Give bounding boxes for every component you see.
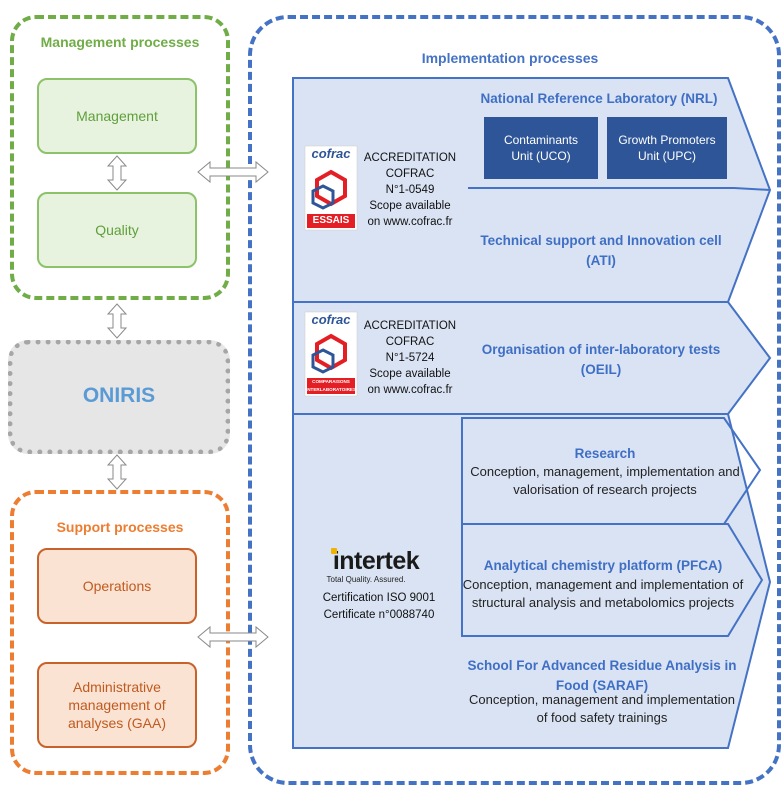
accr-line: ACCREDITATION xyxy=(363,152,457,164)
cofrac-comparaisons-logo xyxy=(304,311,358,397)
cofrac-essais-logo xyxy=(304,145,358,231)
intertek-logo-accent xyxy=(331,548,337,554)
oniris-support-arrow xyxy=(107,454,127,490)
support-processes-title: Support processes xyxy=(56,519,184,535)
cert-line: Certification ISO 9001 xyxy=(322,592,436,604)
cofrac-comparaisons-text: ACCREDITATION COFRAC N°1-5724 Scope avai… xyxy=(360,318,460,398)
intertek-certification-text: Certification ISO 9001 Certificate n°008… xyxy=(312,590,446,625)
oeil-title: Organisation of inter-laboratory tests (… xyxy=(481,342,721,377)
saraf-desc: Conception, management and implementatio… xyxy=(469,692,735,726)
pfca-chevron xyxy=(292,413,772,749)
management-oniris-arrow xyxy=(107,303,127,339)
quality-box: Quality xyxy=(37,192,197,268)
accr-line: ACCREDITATION xyxy=(363,320,457,332)
cofrac-essais-logo-top: cofrac xyxy=(311,146,351,161)
intertek-logo: intertek xyxy=(332,547,420,575)
management-processes-title: Management processes xyxy=(40,34,200,50)
cert-line: Certificate n°0088740 xyxy=(323,609,435,622)
gaa-box: Administrative management of analyses (G… xyxy=(37,662,197,748)
accr-line: on www.cofrac.fr xyxy=(367,216,453,229)
research-desc: Conception, management, implementation a… xyxy=(470,464,740,498)
accr-line: on www.cofrac.fr xyxy=(367,384,453,397)
support-implementation-arrow xyxy=(197,626,269,648)
ati-title: Technical support and Innovation cell (A… xyxy=(480,233,722,268)
uco-unit-box: Contaminants Unit (UCO) xyxy=(484,117,598,179)
accr-line: N°1-0549 xyxy=(385,184,435,197)
accr-line: COFRAC xyxy=(385,336,435,349)
management-processes-frame xyxy=(10,15,230,300)
intertek-tagline: Total Quality. Assured. xyxy=(326,575,406,584)
nrl-separator xyxy=(468,187,771,191)
cofrac-comparaisons-logo-top: cofrac xyxy=(311,312,351,327)
pfca-inner-chevron-outline xyxy=(461,523,764,637)
oniris-label: ONIRIS xyxy=(82,384,156,407)
accr-line: COFRAC xyxy=(385,168,435,181)
cofrac-essais-text: ACCREDITATION COFRAC N°1-0549 Scope avai… xyxy=(360,150,460,230)
pfca-desc: Conception, management and implementatio… xyxy=(462,577,744,611)
implementation-processes-frame xyxy=(248,15,781,785)
research-chevron-outline xyxy=(461,417,762,525)
management-box: Management xyxy=(37,78,197,154)
nrl-title: National Reference Laboratory (NRL) xyxy=(480,91,718,106)
cofrac-essais-logo-bottom: ESSAIS xyxy=(312,215,350,226)
management-implementation-arrow xyxy=(197,161,269,183)
upc-unit-box: Growth Promoters Unit (UPC) xyxy=(607,117,727,179)
management-quality-arrow xyxy=(107,155,127,191)
operations-box: Operations xyxy=(37,548,197,624)
cofrac-comparaisons-logo-bottom: COMPARAISONS INTERLABORATOIRES xyxy=(305,379,357,392)
oeil-chevron xyxy=(292,301,772,415)
oniris-frame xyxy=(8,340,230,454)
saraf-title: School For Advanced Residue Analysis in … xyxy=(467,658,737,693)
implementation-processes-title: Implementation processes xyxy=(421,50,599,66)
accr-line: Scope available xyxy=(369,200,451,213)
pfca-title: Analytical chemistry platform (PFCA) xyxy=(483,558,723,573)
accr-line: N°1-5724 xyxy=(385,352,435,365)
research-title: Research xyxy=(574,446,636,461)
accr-line: Scope available xyxy=(369,368,451,381)
